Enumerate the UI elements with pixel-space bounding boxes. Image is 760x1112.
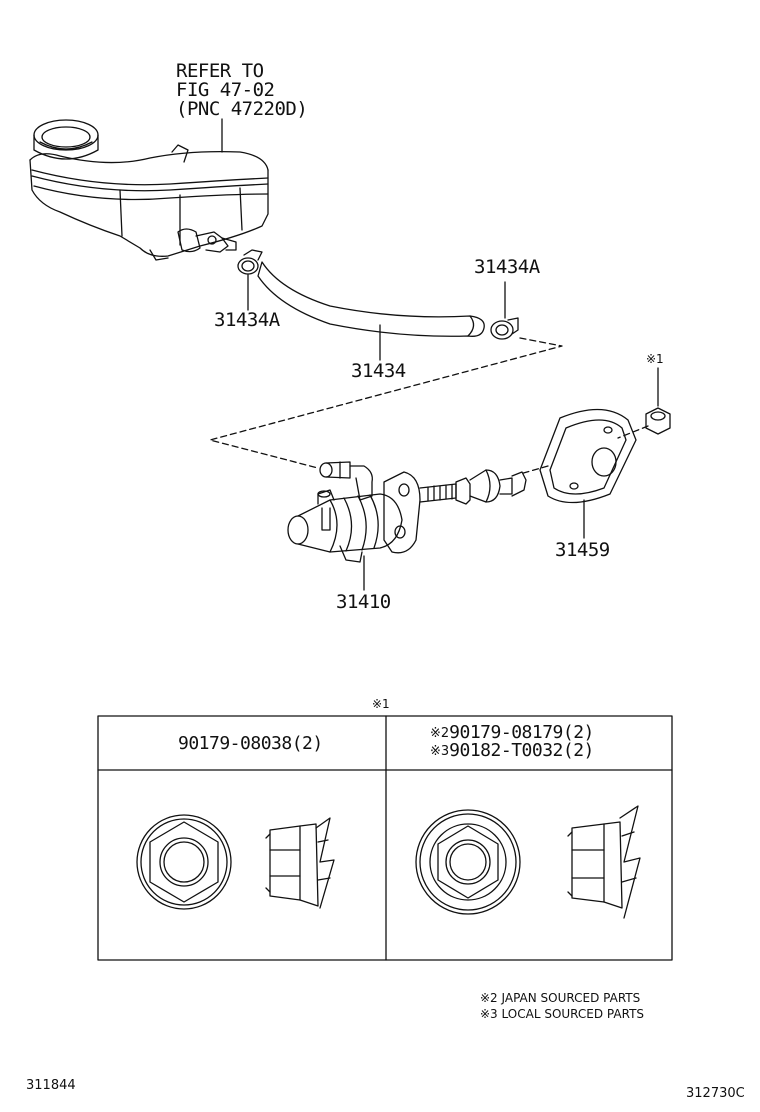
- part-label-clamp-upper[interactable]: 31434A: [474, 256, 540, 278]
- note-mark: ※2: [480, 991, 498, 1005]
- part-label-cylinder[interactable]: 31410: [336, 591, 391, 613]
- part-number: 90182-T0032(2): [449, 740, 594, 761]
- note-marker-1: ※1: [646, 352, 664, 366]
- mark-3: ※3: [430, 744, 450, 759]
- part-label-clamp-lower[interactable]: 31434A: [214, 309, 280, 331]
- refer-line-3: (PNC 47220D): [176, 98, 308, 120]
- part-number: 90179-08179(2): [449, 722, 594, 743]
- note-local: ※3 LOCAL SOURCED PARTS: [480, 1007, 644, 1021]
- nut-table: [97, 715, 673, 961]
- table-left-header[interactable]: 90179-08038(2): [178, 733, 323, 754]
- nut-front-right: [415, 809, 521, 915]
- table-right-header-2[interactable]: ※390182-T0032(2): [430, 740, 594, 761]
- clamp-lower: [490, 317, 519, 340]
- gasket: [539, 408, 637, 504]
- part-label-hose[interactable]: 31434: [351, 360, 406, 382]
- note-text: LOCAL SOURCED PARTS: [501, 1007, 645, 1021]
- nut-front-left: [136, 814, 232, 910]
- note-japan: ※2 JAPAN SOURCED PARTS: [480, 991, 640, 1005]
- part-label-gasket[interactable]: 31459: [555, 539, 610, 561]
- nut-side-left: [265, 817, 335, 909]
- hose: [257, 261, 485, 337]
- master-cylinder: [287, 461, 527, 563]
- nut-side-right: [567, 805, 641, 919]
- note-mark: ※3: [480, 1007, 498, 1021]
- gasket-dash: [519, 465, 549, 475]
- clamp-upper: [237, 249, 263, 275]
- mark-2: ※2: [430, 726, 450, 741]
- small-nut: [645, 407, 671, 435]
- connection-dash: [209, 337, 563, 469]
- refer-line-2: FIG 47-02: [176, 79, 275, 101]
- table-marker: ※1: [372, 697, 390, 711]
- code-right: 312730C: [686, 1086, 745, 1101]
- reservoir-tank: [29, 119, 269, 261]
- table-right-header-1[interactable]: ※290179-08179(2): [430, 722, 594, 743]
- note-text: JAPAN SOURCED PARTS: [501, 991, 641, 1005]
- code-left: 311844: [26, 1078, 76, 1093]
- refer-line-1: REFER TO: [176, 60, 264, 82]
